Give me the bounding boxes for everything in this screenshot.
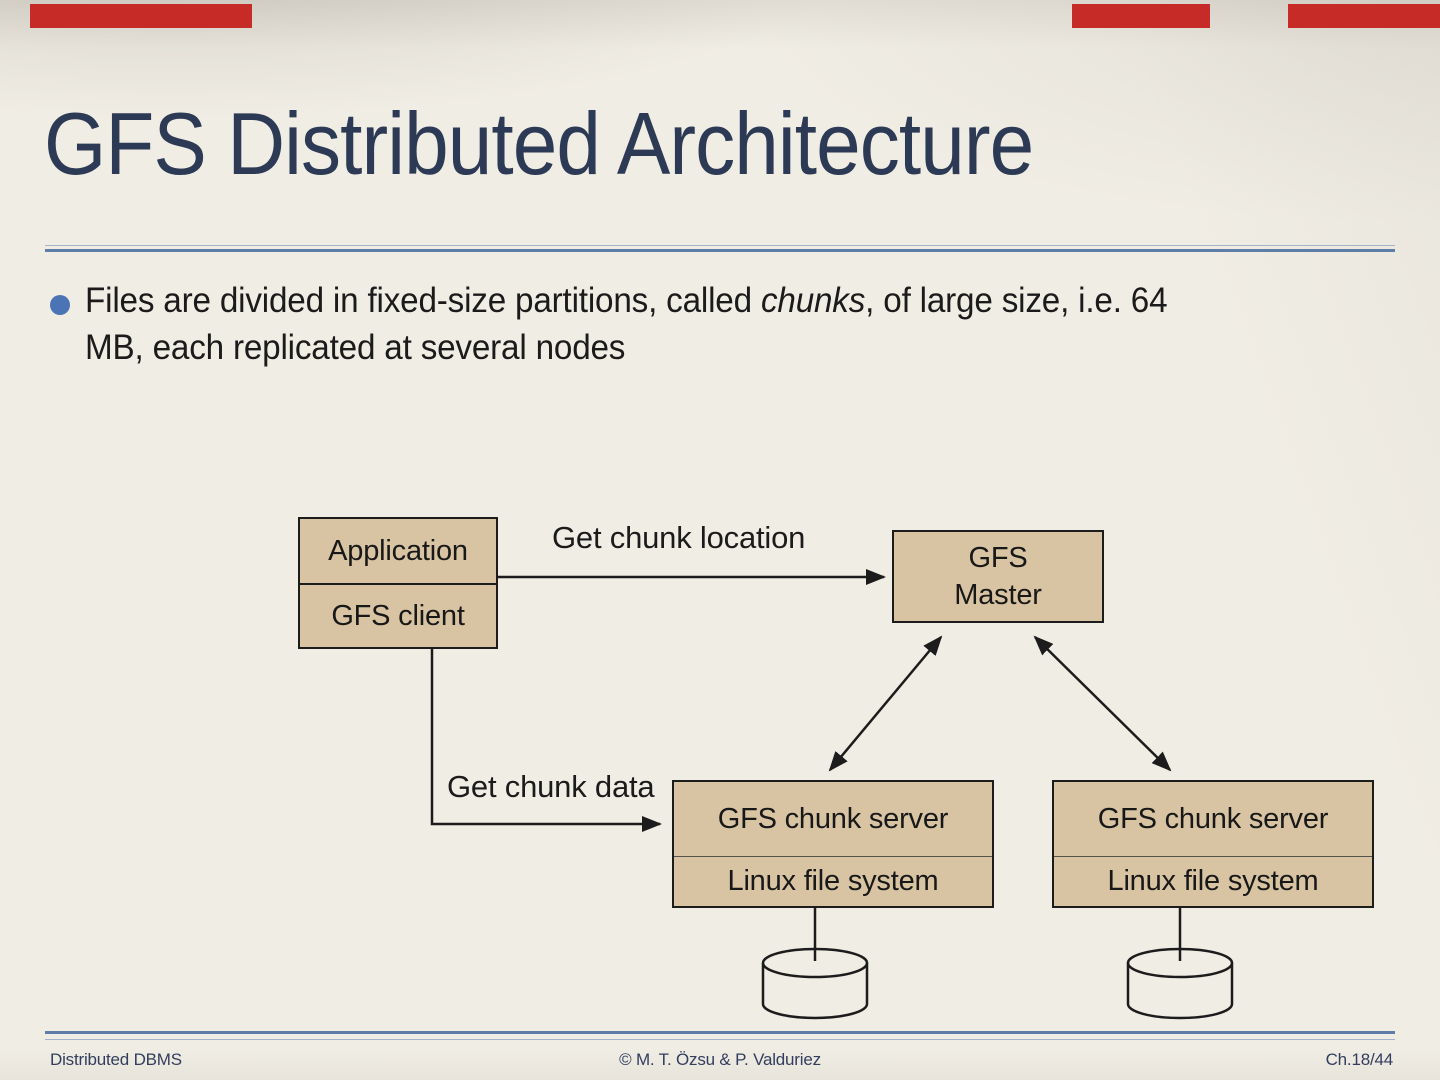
chunk-server-left-box: GFS chunk server Linux file system bbox=[672, 780, 994, 908]
slide-title: GFS Distributed Architecture bbox=[44, 94, 1034, 193]
application-label: Application bbox=[328, 534, 468, 567]
linux-fs-left-label: Linux file system bbox=[727, 865, 939, 897]
gfs-client-label: GFS client bbox=[300, 583, 496, 647]
gfs-master-box: GFS Master bbox=[892, 530, 1104, 623]
footer-divider-thin bbox=[45, 1039, 1395, 1040]
bullet-icon bbox=[50, 295, 70, 315]
gfs-master-line1: GFS bbox=[968, 541, 1028, 574]
database-cylinder-right-icon bbox=[1126, 947, 1234, 1020]
bullet-text-line2: MB, each replicated at several nodes bbox=[85, 328, 626, 367]
database-cylinder-left-icon bbox=[761, 947, 869, 1020]
title-divider-thin bbox=[45, 245, 1395, 246]
linux-fs-right-label: Linux file system bbox=[1107, 865, 1319, 897]
master-chunkserver-left-arrow bbox=[828, 635, 943, 772]
chunk-server-right-label: GFS chunk server bbox=[1054, 782, 1372, 857]
red-ribbon-left bbox=[30, 4, 252, 28]
bullet-text-pre: Files are divided in fixed-size partitio… bbox=[85, 281, 761, 320]
red-ribbon-right bbox=[1072, 4, 1210, 28]
footer-divider bbox=[45, 1031, 1395, 1034]
footer-book-title: Distributed DBMS bbox=[50, 1050, 182, 1069]
bullet-text-emphasis: chunks bbox=[760, 281, 866, 320]
chunk-server-left-label: GFS chunk server bbox=[674, 782, 992, 857]
get-chunk-data-label: Get chunk data bbox=[447, 769, 655, 804]
bullet-text-post: , of large size, i.e. 64 bbox=[865, 281, 1168, 320]
bullet-text: Files are divided in fixed-size partitio… bbox=[85, 277, 1440, 371]
gfs-master-line2: Master bbox=[954, 578, 1042, 611]
footer-page-number: Ch.18/44 bbox=[1325, 1050, 1394, 1069]
client-box: Application GFS client bbox=[298, 517, 498, 649]
get-chunk-location-label: Get chunk location bbox=[552, 520, 806, 555]
title-divider bbox=[45, 249, 1395, 252]
footer-copyright: © M. T. Özsu & P. Valduriez bbox=[619, 1050, 821, 1069]
red-ribbon-right-edge bbox=[1288, 4, 1440, 28]
master-chunkserver-right-arrow bbox=[1033, 635, 1172, 772]
chunk-server-right-box: GFS chunk server Linux file system bbox=[1052, 780, 1374, 908]
